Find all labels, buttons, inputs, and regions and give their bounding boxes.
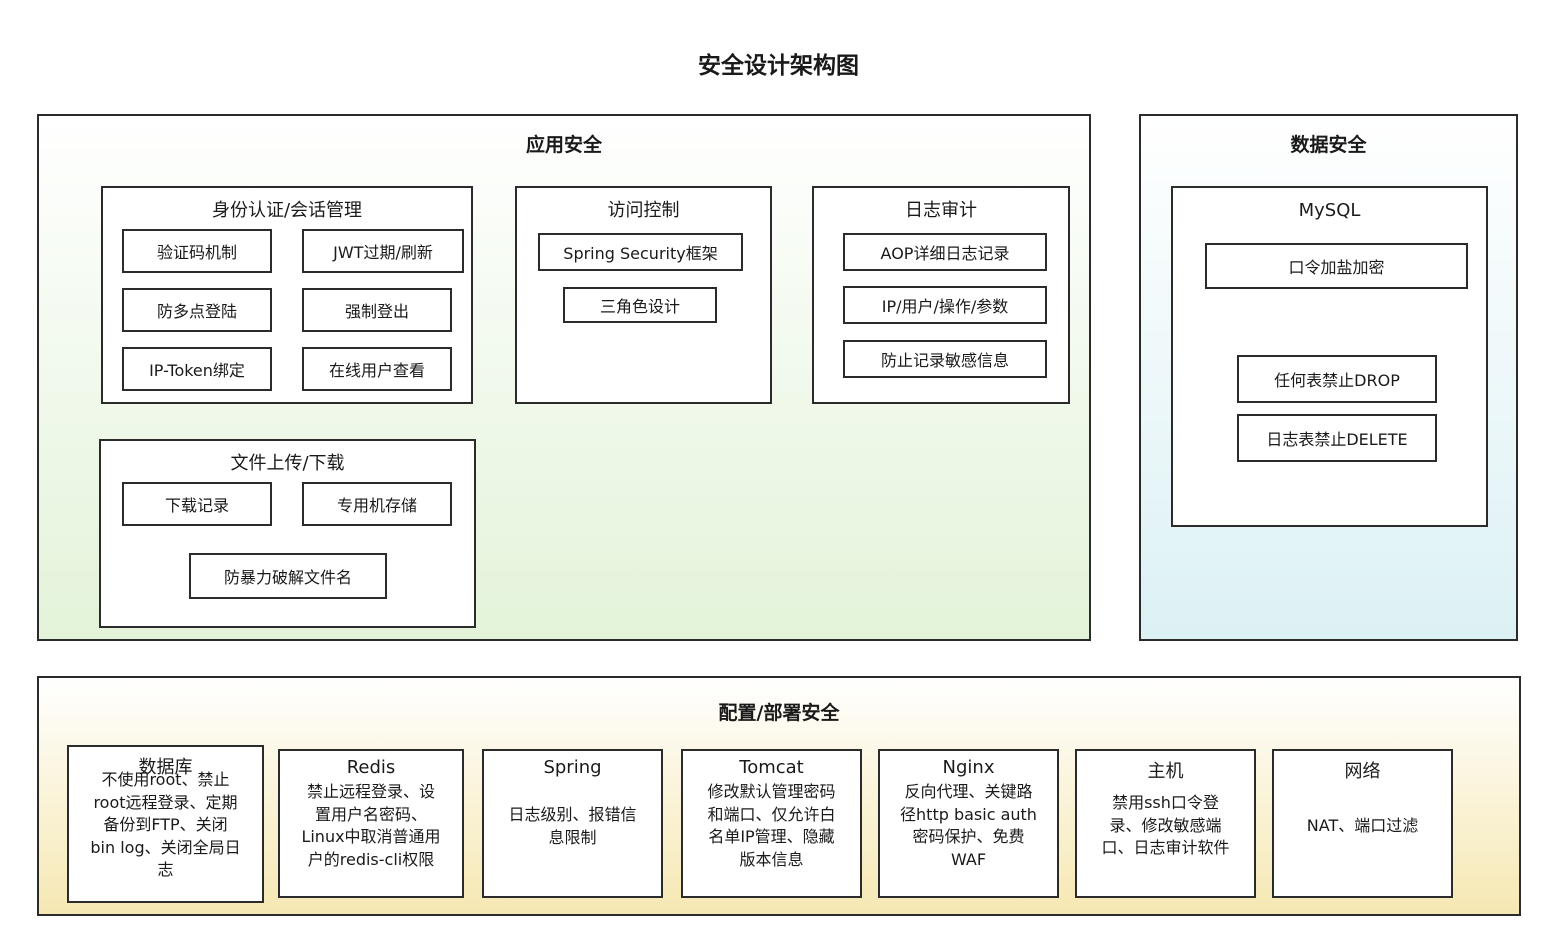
online-users-item: 在线用户查看	[302, 347, 452, 391]
spring-config-body: 日志级别、报错信 息限制	[492, 804, 653, 849]
access-control-label: 访问控制	[607, 200, 680, 221]
redis-config-body: 禁止远程登录、设 置用户名密码、 Linux中取消普通用 户的redis-cli…	[288, 781, 454, 871]
mysql-group: MySQL 口令加盐加密 任何表禁止DROP 日志表禁止DELETE	[1171, 186, 1488, 527]
data-security-label: 数据安全	[1290, 134, 1367, 156]
data-security-section: 数据安全 MySQL 口令加盐加密 任何表禁止DROP 日志表禁止DELETE	[1139, 114, 1518, 641]
database-config-line: bin log、关闭全局日	[90, 837, 241, 857]
aop-log-item: AOP详细日志记录	[843, 233, 1047, 271]
nginx-config-line: 密码保护、免费	[912, 827, 1025, 846]
host-config-box: 主机 禁用ssh口令登 录、修改敏感端 口、日志审计软件	[1075, 749, 1256, 898]
spring-config-box: Spring 日志级别、报错信 息限制	[482, 749, 663, 898]
file-upload-download-group: 文件上传/下载 下载记录 专用机存储 防暴力破解文件名	[99, 439, 476, 628]
nginx-config-line: 反向代理、关键路	[904, 782, 1033, 801]
prevent-multi-login-item: 防多点登陆	[122, 288, 272, 332]
network-config-box: 网络 NAT、端口过滤	[1272, 749, 1453, 898]
tomcat-config-line: 版本信息	[739, 849, 804, 869]
database-config-line: 备份到FTP、关闭	[103, 815, 228, 834]
tomcat-config-title: Tomcat	[739, 757, 804, 778]
tomcat-config-line: 和端口、仅允许白	[707, 804, 836, 824]
network-config-body: NAT、端口过滤	[1282, 815, 1443, 838]
app-security-label: 应用安全	[525, 134, 602, 156]
database-config-line: 志	[157, 860, 174, 879]
captcha-item: 验证码机制	[122, 229, 272, 273]
redis-config-line: 户的redis-cli权限	[307, 849, 435, 869]
host-config-line: 禁用ssh口令登	[1112, 793, 1219, 812]
database-config-body: 不使用root、禁止 root远程登录、定期 备份到FTP、关闭 bin log…	[73, 769, 258, 882]
tomcat-config-line: 修改默认管理密码	[707, 782, 836, 801]
deploy-security-section: 配置/部署安全 数据库 不使用root、禁止 root远程登录、定期 备份到FT…	[37, 676, 1521, 916]
nginx-config-title: Nginx	[942, 757, 995, 778]
tomcat-config-body: 修改默认管理密码 和端口、仅允许白 名单IP管理、隐藏 版本信息	[691, 781, 852, 871]
password-salt-hash-item: 口令加盐加密	[1205, 243, 1468, 289]
redis-config-line: 禁止远程登录、设	[306, 782, 435, 801]
tomcat-config-box: Tomcat 修改默认管理密码 和端口、仅允许白 名单IP管理、隐藏 版本信息	[681, 749, 862, 898]
no-drop-table-item: 任何表禁止DROP	[1237, 355, 1437, 403]
nginx-config-box: Nginx 反向代理、关键路 径http basic auth 密码保护、免费 …	[878, 749, 1059, 898]
redis-config-box: Redis 禁止远程登录、设 置用户名密码、 Linux中取消普通用 户的red…	[278, 749, 464, 898]
database-config-line: root远程登录、定期	[93, 792, 238, 812]
three-role-design-item: 三角色设计	[563, 287, 717, 323]
mysql-label: MySQL	[1298, 200, 1361, 221]
spring-config-line: 息限制	[548, 827, 597, 847]
log-audit-label: 日志审计	[905, 200, 977, 221]
auth-session-group: 身份认证/会话管理 验证码机制 JWT过期/刷新 防多点登陆 强制登出 IP-T…	[101, 186, 473, 404]
redis-config-line: 置用户名密码、	[314, 804, 427, 824]
spring-security-item: Spring Security框架	[538, 233, 743, 271]
redis-config-title: Redis	[346, 757, 396, 778]
network-config-line: NAT、端口过滤	[1306, 816, 1419, 835]
log-audit-group: 日志审计 AOP详细日志记录 IP/用户/操作/参数 防止记录敏感信息	[812, 186, 1070, 404]
nginx-config-line: 径http basic auth	[900, 804, 1037, 824]
download-record-item: 下载记录	[122, 482, 272, 526]
ip-user-op-param-item: IP/用户/操作/参数	[843, 286, 1047, 324]
host-config-title: 主机	[1147, 761, 1184, 782]
auth-session-label: 身份认证/会话管理	[211, 200, 363, 221]
nginx-config-line: WAF	[950, 849, 987, 869]
host-config-body: 禁用ssh口令登 录、修改敏感端 口、日志审计软件	[1085, 792, 1246, 860]
network-config-title: 网络	[1344, 761, 1381, 782]
host-config-line: 录、修改敏感端	[1109, 815, 1222, 835]
file-upload-download-label: 文件上传/下载	[230, 453, 345, 474]
app-security-section: 应用安全 身份认证/会话管理 验证码机制 JWT过期/刷新 防多点登陆 强制登出…	[37, 114, 1091, 641]
dedicated-storage-item: 专用机存储	[302, 482, 452, 526]
database-config-title: 数据库	[138, 757, 193, 778]
no-sensitive-log-item: 防止记录敏感信息	[843, 340, 1047, 378]
access-control-group: 访问控制 Spring Security框架 三角色设计	[515, 186, 772, 404]
tomcat-config-line: 名单IP管理、隐藏	[708, 827, 835, 846]
nginx-config-body: 反向代理、关键路 径http basic auth 密码保护、免费 WAF	[888, 781, 1049, 871]
force-logout-item: 强制登出	[302, 288, 452, 332]
no-delete-log-item: 日志表禁止DELETE	[1237, 414, 1437, 462]
redis-config-line: Linux中取消普通用	[301, 827, 441, 846]
deploy-security-label: 配置/部署安全	[718, 702, 840, 724]
spring-config-title: Spring	[543, 757, 602, 778]
spring-config-line: 日志级别、报错信	[508, 805, 637, 824]
jwt-expire-refresh-item: JWT过期/刷新	[302, 229, 464, 273]
ip-token-binding-item: IP-Token绑定	[122, 347, 272, 391]
database-config-line: 不使用root、禁止	[101, 770, 230, 789]
host-config-line: 口、日志审计软件	[1101, 838, 1230, 857]
database-config-box: 数据库 不使用root、禁止 root远程登录、定期 备份到FTP、关闭 bin…	[67, 745, 264, 903]
diagram-title: 安全设计架构图	[698, 53, 859, 79]
anti-bruteforce-filename-item: 防暴力破解文件名	[189, 553, 387, 599]
